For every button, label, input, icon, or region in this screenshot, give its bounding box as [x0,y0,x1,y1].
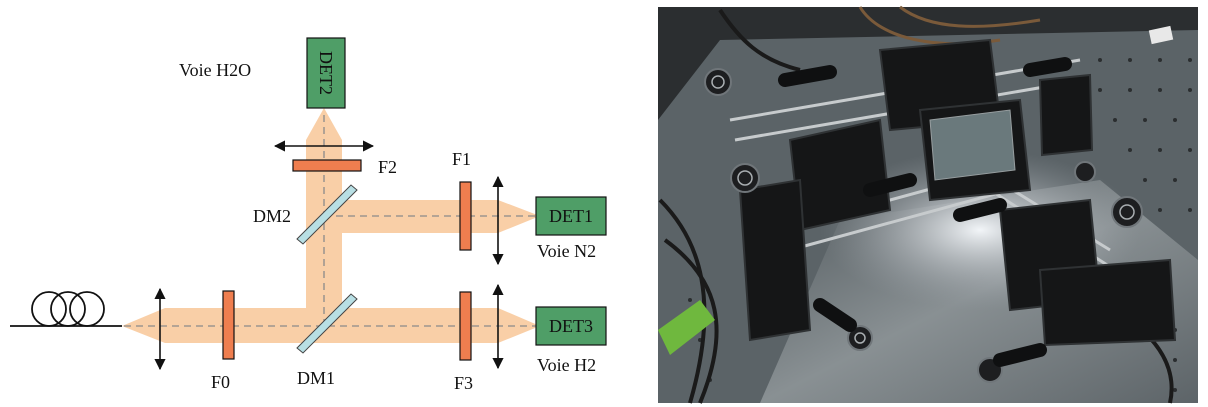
label-dm1: DM1 [297,368,335,388]
label-voie-n2: Voie N2 [537,241,596,261]
label-f2: F2 [378,157,397,177]
label-f3: F3 [454,373,473,393]
det2-label: DET2 [316,51,336,95]
det1-label: DET1 [549,206,593,226]
filter-f3 [460,292,471,360]
optical-bench-photo [658,7,1198,403]
filter-f0 [223,291,234,359]
detector-det3: DET3 [536,307,606,345]
filter-f1 [460,182,471,250]
label-voie-h2o: Voie H2O [179,60,251,80]
detector-det2: DET2 [307,38,345,108]
laser-beam [122,108,540,343]
det3-label: DET3 [549,316,593,336]
filter-f2 [293,160,361,171]
optical-fiber [10,292,122,326]
label-f1: F1 [452,149,471,169]
optical-schematic: DET1 DET3 DET2 Voie H2O Voie N2 Voie H2 … [10,38,606,393]
detector-det1: DET1 [536,197,606,235]
label-voie-h2: Voie H2 [537,355,596,375]
label-f0: F0 [211,372,230,392]
label-dm2: DM2 [253,206,291,226]
